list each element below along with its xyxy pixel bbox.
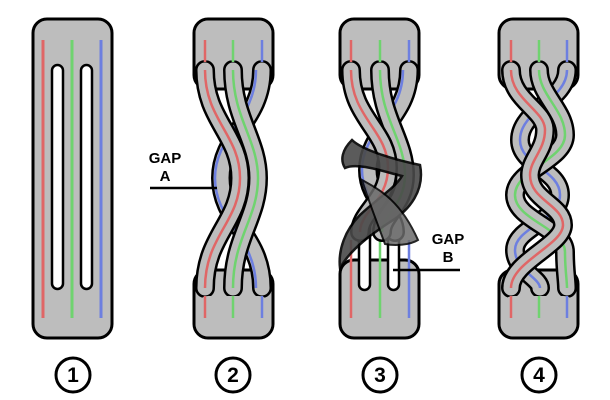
panel-1-slit-right [79, 63, 94, 291]
step-number-3: 3 [361, 356, 399, 394]
step-3: GAP B [338, 17, 465, 340]
svg-text:2: 2 [227, 364, 239, 387]
step-2: GAP A [149, 17, 275, 340]
step-number-2: 2 [214, 356, 252, 394]
panel-1-slit-left [50, 63, 65, 291]
gap-b-label-line2: B [443, 249, 454, 266]
step-4 [497, 17, 580, 340]
svg-text:4: 4 [533, 364, 545, 387]
step-1 [31, 17, 114, 340]
gap-b-label-line1: GAP [432, 231, 465, 248]
svg-text:1: 1 [67, 364, 79, 387]
gap-a-label-line2: A [160, 168, 171, 185]
step-number-4: 4 [520, 356, 558, 394]
gap-a-label-line1: GAP [149, 150, 182, 167]
step-number-1: 1 [54, 356, 92, 394]
svg-text:3: 3 [374, 364, 386, 387]
